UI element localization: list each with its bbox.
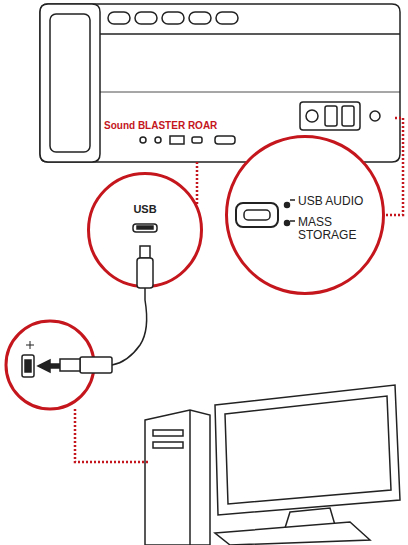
keyboard bbox=[215, 522, 370, 545]
speaker-edge bbox=[100, 92, 400, 93]
switch-label: MASS STORAGE bbox=[298, 216, 370, 242]
leader-line bbox=[196, 162, 199, 204]
tick bbox=[290, 200, 295, 221]
pc-tower bbox=[145, 410, 210, 545]
insert-arrow bbox=[38, 360, 62, 372]
button bbox=[189, 12, 211, 24]
usb-a-port bbox=[25, 360, 31, 372]
card-slot bbox=[215, 136, 235, 144]
pc-tower bbox=[189, 410, 191, 545]
micro-usb-port bbox=[137, 226, 153, 229]
usb-a-port bbox=[22, 355, 34, 377]
position-dot bbox=[285, 221, 290, 226]
selector-switch bbox=[236, 203, 278, 227]
micro-usb-plug bbox=[140, 246, 150, 258]
monitor bbox=[215, 385, 400, 515]
port bbox=[155, 137, 161, 143]
switch-panel bbox=[300, 102, 360, 130]
knob bbox=[306, 110, 318, 122]
brand-logo: Sound BLASTER ROAR bbox=[104, 120, 224, 131]
leader-line bbox=[75, 409, 150, 462]
cable bbox=[112, 300, 147, 365]
button bbox=[216, 12, 238, 24]
button bbox=[162, 12, 184, 24]
usb-a-plug bbox=[80, 357, 112, 373]
switch bbox=[342, 106, 354, 126]
leader-line bbox=[385, 118, 403, 215]
usb-icon bbox=[26, 341, 34, 349]
button bbox=[108, 12, 130, 24]
leader-line bbox=[385, 118, 403, 215]
button bbox=[135, 12, 157, 24]
speaker-endcap bbox=[40, 4, 100, 162]
speaker-grille bbox=[50, 14, 90, 152]
selector-switch bbox=[244, 210, 270, 220]
monitor-screen bbox=[225, 396, 391, 504]
usb-a-plug bbox=[60, 359, 80, 371]
speaker-edge bbox=[100, 33, 400, 35]
knob bbox=[370, 111, 380, 121]
position-dot bbox=[285, 203, 290, 208]
switch-label: USB AUDIO bbox=[298, 195, 382, 208]
usb-port bbox=[170, 136, 184, 144]
cable bbox=[144, 288, 146, 300]
micro-usb-plug bbox=[137, 258, 153, 288]
leader-line bbox=[197, 162, 198, 204]
port bbox=[140, 137, 146, 143]
drive-bay bbox=[153, 430, 183, 436]
micro-usb-port bbox=[133, 224, 157, 232]
micro-usb-port bbox=[192, 137, 202, 143]
switch bbox=[325, 106, 337, 126]
port-label: USB bbox=[90, 203, 200, 215]
speaker-body bbox=[40, 4, 400, 162]
drive-bay bbox=[153, 442, 183, 448]
